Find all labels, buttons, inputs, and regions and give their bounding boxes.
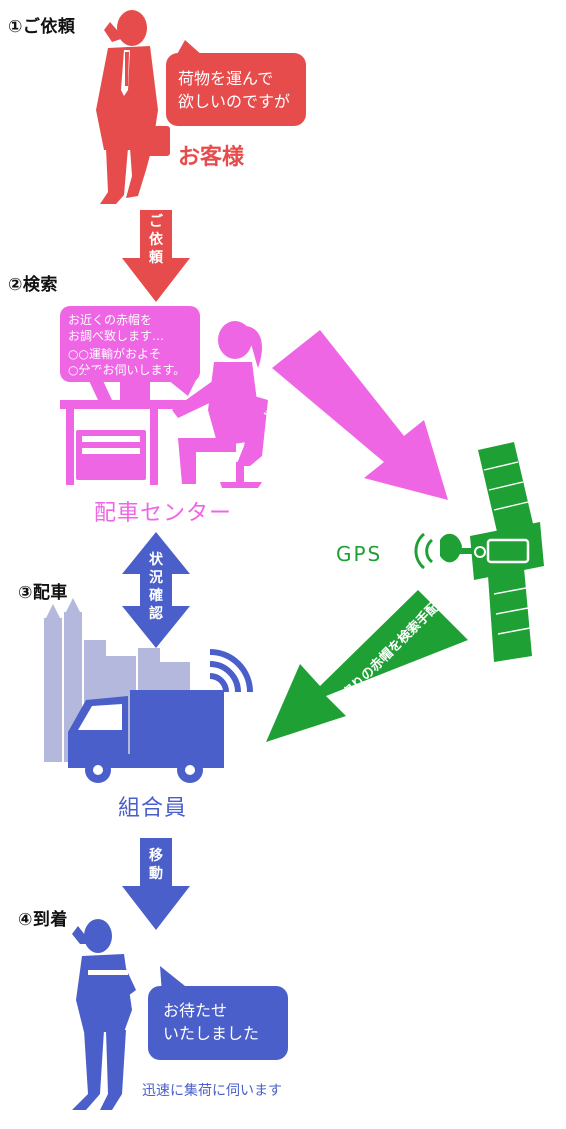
center-label: 配車センター [94,501,233,526]
step-3-label: ③配車 [18,583,68,603]
status-check-char-3: 確 [149,588,163,604]
member-label: 組合員 [118,796,188,821]
step-2-label: ②検索 [8,275,58,295]
arrival-bubble-line-1: お待たせ [163,1001,228,1020]
center-bubble-line-2: お調べ致します… [68,329,165,343]
request-arrow-char-3: 頼 [149,250,163,266]
customer-bubble-line-2: 欲しいのですが [178,92,291,111]
center-bubble-line-3: ○○運輸がおよそ [68,347,161,361]
customer-label: お客様 [178,145,245,170]
step-4-label: ④到着 [18,910,68,930]
request-arrow-char-1: ご [149,214,163,230]
center-bubble-line-1: お近くの赤帽を [68,313,153,327]
gps-label: GPS [336,542,383,566]
arrival-bubble-line-2: いたしました [163,1024,260,1043]
status-check-char-2: 況 [149,570,163,586]
status-check-char-4: 認 [149,606,163,622]
move-arrow-char-1: 移 [149,848,163,864]
customer-bubble-line-1: 荷物を運んで [178,69,274,88]
step-1-label: ①ご依頼 [8,17,76,37]
status-check-char-1: 状 [149,552,163,568]
request-arrow-char-2: 依 [149,232,163,248]
arrival-caption: 迅速に集荷に伺います [142,1083,282,1099]
move-arrow-char-2: 動 [149,866,163,882]
